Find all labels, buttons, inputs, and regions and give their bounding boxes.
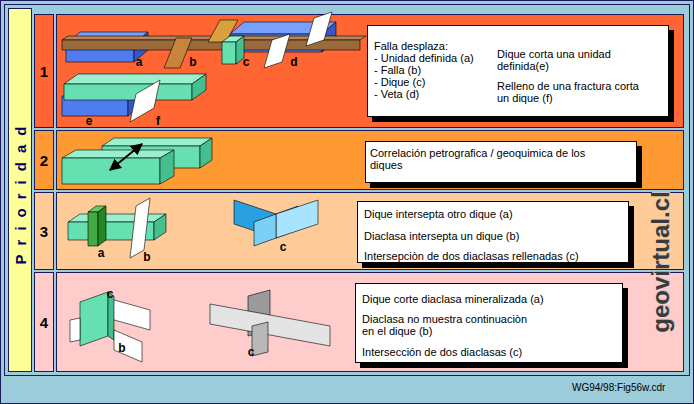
mineralized-joint <box>70 318 80 342</box>
priority-cell: 1 <box>34 14 54 128</box>
part-letter: c <box>248 346 255 358</box>
priority-column: Prioridad <box>8 8 32 372</box>
note-box: Dique corte diaclasa mineralizada (a) Dia… <box>355 283 623 363</box>
part-letter: c <box>107 288 114 300</box>
vein-plane <box>306 12 332 46</box>
note-text: Relleno de una fractura corta un dique (… <box>497 80 652 104</box>
dike-top <box>62 150 174 158</box>
joint-plane <box>248 290 270 336</box>
dike-side <box>200 138 212 168</box>
joint-plane <box>114 330 142 362</box>
part-letter: b <box>143 251 150 263</box>
dike-side <box>154 214 166 240</box>
dike-front <box>62 158 160 184</box>
note-text: Diaclasa intersepta un dique (b) <box>364 230 519 242</box>
priority-number: 3 <box>35 193 53 269</box>
part-letter: b <box>118 342 125 354</box>
dike-front <box>88 212 98 246</box>
note-text: - Veta (d) <box>374 88 419 100</box>
rock-unit-side <box>128 88 138 116</box>
note-box: Correlación petrografica / geoquimica de… <box>365 141 637 183</box>
priority-band: c b c Dique corte diaclasa mineralizada (a)… <box>56 272 684 372</box>
part-letter: a <box>98 247 105 259</box>
part-letter: d <box>290 56 297 68</box>
note-text: Dique corte diaclasa mineralizada (a) <box>362 293 544 305</box>
dike-side <box>98 206 106 246</box>
filled-fracture <box>130 80 160 122</box>
part-letter: e <box>86 115 93 127</box>
filled-joint <box>276 206 298 238</box>
joint-plane <box>210 304 330 346</box>
part-letter: f <box>156 115 160 127</box>
dike-top <box>222 36 244 42</box>
note-text: Correlación petrografica / geoquimica de… <box>370 147 620 171</box>
dike-side <box>108 292 114 340</box>
joint-plane <box>130 198 150 258</box>
filled-joint <box>234 200 276 238</box>
rock-unit-top <box>230 22 336 34</box>
note-text: Intersepciòn de dos diaclasas rellenadas… <box>364 250 579 262</box>
rock-unit-front <box>66 44 134 62</box>
priority-band: a b c Dique intersepta otro dique (a) Diacla… <box>56 192 684 270</box>
dike-top <box>102 138 212 146</box>
rock-unit-side <box>134 32 148 62</box>
inner-frame <box>5 5 690 376</box>
vein-top <box>62 36 366 40</box>
dike-top <box>64 74 206 84</box>
part-letter: a <box>136 56 143 68</box>
note-box: Dique intersepta otro dique (a) Diaclasa … <box>357 201 629 263</box>
note-text: Dique intersepta otro dique (a) <box>364 208 513 220</box>
fault-plane <box>164 38 192 68</box>
priority-cell: 3 <box>34 192 54 270</box>
priority-number: 2 <box>35 131 53 189</box>
dike-top <box>88 206 106 212</box>
vein-front <box>62 40 360 50</box>
correlation-arrow <box>110 144 142 170</box>
dike-top <box>68 214 166 222</box>
filled-joint <box>276 200 318 238</box>
fault-plane <box>208 20 238 42</box>
dike-plane <box>80 292 108 346</box>
dike-front <box>68 222 154 240</box>
note-text: - Falla (b) <box>374 64 421 76</box>
part-letter: c <box>280 241 287 253</box>
rock-unit-top <box>66 32 148 44</box>
note-text: - Unidad definida (a) <box>374 52 474 64</box>
axis-title: Prioridad <box>13 118 29 265</box>
priority-band: Correlación petrografica / geoquimica de… <box>56 130 684 190</box>
note-text: Intersección de dos diaclasas (c) <box>362 346 522 358</box>
mineralized-joint <box>100 296 150 330</box>
file-reference: WG94/98:Fig56w.cdr <box>572 382 665 394</box>
watermark: geovirtual.cl <box>648 191 674 332</box>
priority-cell: 4 <box>34 272 54 372</box>
dike-front <box>102 146 200 168</box>
part-letter: c <box>243 56 250 68</box>
vein-plane <box>264 34 290 68</box>
part-letter: b <box>189 56 196 68</box>
filled-joint <box>254 214 276 246</box>
priority-number: 4 <box>35 273 53 371</box>
dike-front <box>222 42 236 64</box>
dike-side <box>236 36 244 64</box>
priority-number: 1 <box>35 15 53 127</box>
note-text: Falla desplaza: <box>374 40 448 52</box>
note-text: - Dique (c) <box>374 76 425 88</box>
rock-unit-side <box>322 22 336 52</box>
rock-unit-front <box>62 96 128 116</box>
note-box: Falla desplaza:- Unidad definida (a)- Fa… <box>367 25 669 117</box>
priority-cell: 2 <box>34 130 54 190</box>
rock-unit-front <box>230 34 322 52</box>
joint-plane <box>252 322 268 356</box>
dike-side <box>192 74 206 100</box>
dike-side <box>160 150 174 184</box>
note-text: Diaclasa no muestra continuaciòn en el d… <box>362 313 542 337</box>
dike-front <box>64 84 192 100</box>
priority-band: a b c d e f Falla desplaza:- Unidad definida (… <box>56 14 684 128</box>
note-text: Dique corta una unidad definida(e) <box>497 48 652 72</box>
